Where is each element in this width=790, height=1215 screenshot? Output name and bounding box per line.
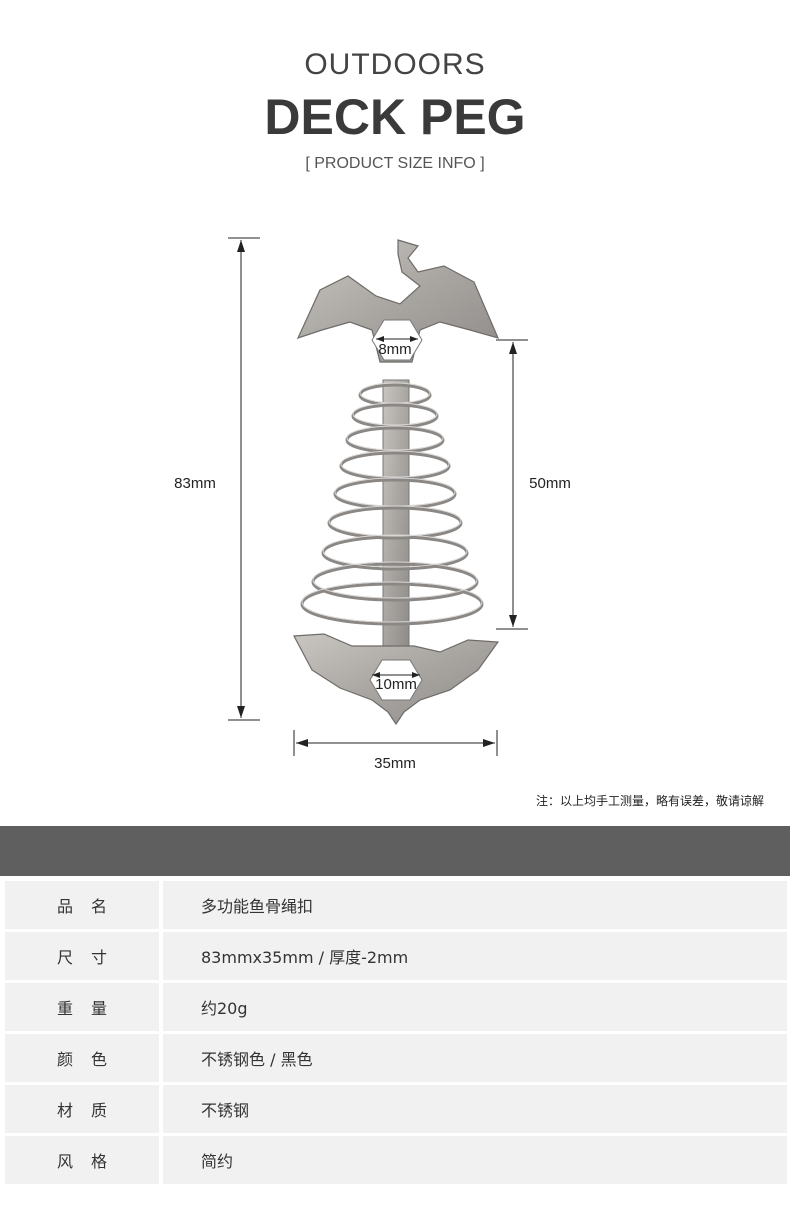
header-subtitle: OUTDOORS [304, 48, 486, 81]
spec-label: 品名 [5, 881, 159, 929]
spec-label: 材质 [5, 1085, 159, 1133]
center-bar [382, 379, 410, 651]
spec-row: 重量 约20g [5, 983, 787, 1031]
spec-value: 约20g [163, 983, 787, 1031]
bottom-hex-hole [369, 659, 423, 701]
dim-bottom-hex-label: 10mm [375, 676, 417, 693]
dim-width [293, 730, 498, 756]
dim-top-hex-label: 8mm [378, 341, 411, 358]
spec-row: 尺寸 83mmx35mm / 厚度-2mm [5, 932, 787, 980]
spec-row: 风格 简约 [5, 1136, 787, 1184]
spec-value: 简约 [163, 1136, 787, 1184]
spec-value: 不锈钢色 / 黑色 [163, 1034, 787, 1082]
top-hex-hole [371, 319, 423, 361]
dim-height [228, 237, 260, 721]
header-title: DECK PEG [264, 89, 526, 145]
spec-label: 颜色 [5, 1034, 159, 1082]
spec-value: 不锈钢 [163, 1085, 787, 1133]
dim-width-label: 35mm [374, 755, 416, 772]
spec-label: 风格 [5, 1136, 159, 1184]
measurement-note: 注：以上均手工测量，略有误差，敬请谅解 [535, 794, 764, 808]
product-diagram: 83mm 50mm 35mm 8mm 10mm [174, 237, 571, 772]
spec-value: 83mmx35mm / 厚度-2mm [163, 932, 787, 980]
section-band [0, 826, 790, 876]
spec-label: 尺寸 [5, 932, 159, 980]
dim-spring-label: 50mm [529, 475, 571, 492]
header-info: [ PRODUCT SIZE INFO ] [305, 155, 485, 172]
dim-height-label: 83mm [174, 475, 216, 492]
spec-table: 品名 多功能鱼骨绳扣 尺寸 83mmx35mm / 厚度-2mm 重量 约20g… [5, 881, 787, 1187]
spec-value: 多功能鱼骨绳扣 [163, 881, 787, 929]
dim-spring [496, 339, 528, 630]
spec-label: 重量 [5, 983, 159, 1031]
spec-row: 颜色 不锈钢色 / 黑色 [5, 1034, 787, 1082]
spec-row: 材质 不锈钢 [5, 1085, 787, 1133]
spec-row: 品名 多功能鱼骨绳扣 [5, 881, 787, 929]
